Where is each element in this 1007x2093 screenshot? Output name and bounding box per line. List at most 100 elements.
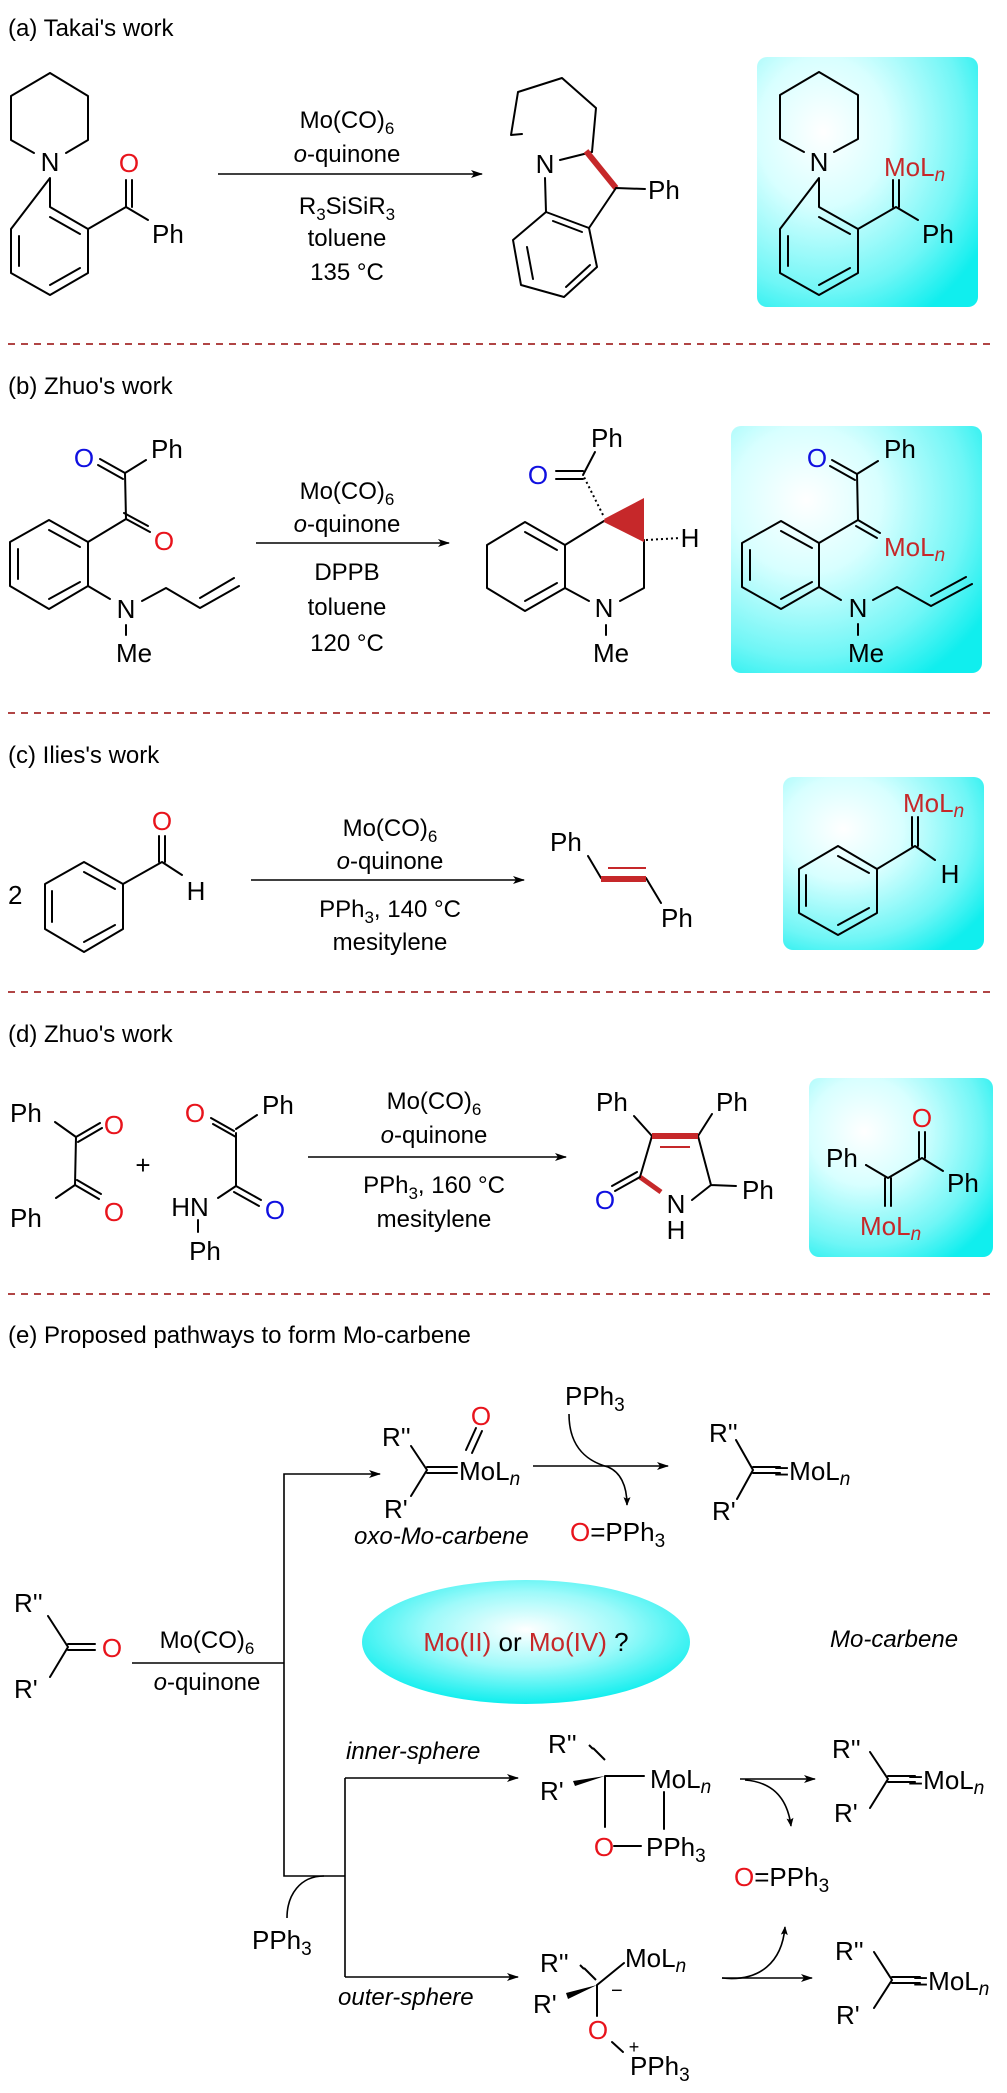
atom-o-red: O: [154, 526, 174, 556]
section-d-title: (d) Zhuo's work: [8, 1021, 174, 1048]
outer-sphere-label: outer-sphere: [338, 1984, 474, 2011]
section-d-substrate-2: O Ph HN O Ph: [171, 1090, 294, 1266]
atom-o: O: [912, 1103, 932, 1133]
group-r-prime: R': [836, 2000, 860, 2030]
oxo-mo-carbene: R'' R' O MoLn oxo-Mo-carbene: [354, 1401, 529, 1550]
group-ph-2: Ph: [10, 1203, 42, 1233]
mo-ligand-label: MoLn: [625, 1943, 686, 1977]
mo-ligand-label: MoLn: [650, 1764, 711, 1798]
branch-line-pph3: [283, 1663, 345, 1877]
group-ph-n: Ph: [189, 1236, 221, 1266]
group-ph-2: Ph: [661, 903, 693, 933]
atom-n: N: [41, 147, 60, 177]
plus-sign: +: [135, 1150, 150, 1180]
pph3-curved-arrow: [568, 1413, 631, 1506]
atom-n: N: [667, 1189, 686, 1219]
section-d-intermediate-box: O Ph Ph MoLn: [809, 1078, 993, 1257]
reagent-moco6: Mo(CO)6: [300, 107, 395, 138]
ketone-substrate: R'' R' O: [14, 1588, 122, 1704]
group-r-prime: R': [533, 1989, 557, 2019]
section-b: (b) Zhuo's work O Ph O N Me Mo(CO)6 o-qu…: [8, 373, 982, 673]
byproduct-opph3: O=PPh3: [734, 1862, 829, 1897]
mo-carbene-caption: Mo-carbene: [830, 1626, 958, 1653]
section-d: (d) Zhuo's work Ph O Ph O + O Ph HN O Ph…: [8, 1021, 993, 1266]
group-pph3: PPh3: [646, 1832, 706, 1867]
group-ph-2: Ph: [716, 1087, 748, 1117]
atom-n: N: [536, 149, 555, 179]
group-me: Me: [848, 638, 884, 668]
group-r-double-prime: R'': [832, 1734, 861, 1764]
group-ph: Ph: [648, 175, 680, 205]
mo-ligand-label: MoLn: [903, 788, 964, 822]
atom-o-blue: O: [265, 1195, 285, 1225]
atom-o-red: O: [185, 1098, 205, 1128]
mo-ligand-label: MoLn: [860, 1211, 921, 1245]
section-a-title: (a) Takai's work: [8, 15, 175, 42]
group-r-double-prime: R'': [540, 1948, 569, 1978]
inner-sphere-intermediate: R'' R' MoLn O PPh3: [540, 1729, 711, 1867]
phosphonium-charge: +: [629, 2037, 640, 2057]
group-r-double-prime: R'': [14, 1588, 43, 1618]
group-ph-1: Ph: [826, 1143, 858, 1173]
reagent-disilane: R3SiSiR3: [299, 193, 395, 224]
atom-o: O: [119, 148, 139, 178]
section-b-product: Ph O H N Me: [486, 423, 699, 668]
atom-o: O: [594, 1832, 614, 1862]
mo-ligand-label: =MoLn: [774, 1456, 850, 1490]
group-ph: Ph: [884, 434, 916, 464]
mo-carbene-bottom: R'' R' =MoLn: [835, 1936, 989, 2030]
solvent-toluene: toluene: [308, 225, 387, 252]
group-ph-1: Ph: [596, 1087, 628, 1117]
atom-o-blue: O: [807, 443, 827, 473]
atom-o: O: [102, 1633, 122, 1663]
reagent-moco6: Mo(CO)6: [300, 478, 395, 509]
mo-ligand-label: =MoLn: [908, 1765, 984, 1799]
reagent-moco6: Mo(CO)6: [160, 1627, 255, 1658]
section-b-intermediate-box: O Ph MoLn N Me: [731, 426, 982, 673]
reagent-pph3-temperature: PPh3, 160 °C: [363, 1172, 505, 1203]
atom-n: N: [849, 593, 868, 623]
ligand-dppb: DPPB: [314, 559, 379, 586]
reagent-o-quinone: o-quinone: [381, 1122, 488, 1149]
section-c-intermediate-box: MoLn H: [783, 777, 984, 950]
atom-o-blue: O: [74, 443, 94, 473]
atom-o: O: [588, 2015, 608, 2045]
inner-sphere-label: inner-sphere: [346, 1738, 480, 1765]
atom-o-blue: O: [595, 1185, 615, 1215]
group-r-prime: R': [14, 1674, 38, 1704]
outer-opph3-curved-arrow: [721, 1926, 788, 1980]
question-text: Mo(II) or Mo(IV) ?: [423, 1627, 628, 1657]
section-a-product: N Ph: [510, 77, 680, 298]
branch-arrow-oxo: [283, 1470, 381, 1663]
atom-o-blue: O: [528, 460, 548, 490]
group-ph: Ph: [152, 219, 184, 249]
outer-sphere-intermediate: R'' R' MoLn − O + PPh3: [533, 1943, 690, 2086]
group-hn: HN: [171, 1192, 209, 1222]
carbanion-charge: −: [611, 1980, 623, 2002]
reagent-o-quinone: o-quinone: [294, 141, 401, 168]
oxo-mo-carbene-caption: oxo-Mo-carbene: [354, 1523, 529, 1550]
group-ph-1: Ph: [550, 827, 582, 857]
atom-n: N: [595, 593, 614, 623]
reagent-moco6: Mo(CO)6: [387, 1088, 482, 1119]
coefficient: 2: [8, 880, 22, 910]
section-a: (a) Takai's work N O Ph Mo(CO)6 o-quinon…: [8, 15, 978, 307]
group-r-prime: R': [712, 1496, 736, 1526]
atom-o-1: O: [104, 1110, 124, 1140]
mo-carbene-top: R'' R' =MoLn: [709, 1418, 850, 1526]
group-r-prime: R': [834, 1798, 858, 1828]
atom-n: N: [810, 147, 829, 177]
atom-n: N: [117, 594, 136, 624]
group-r-prime: R': [384, 1494, 408, 1524]
section-d-product: Ph Ph O N H Ph: [595, 1087, 774, 1245]
section-a-intermediate-box: N MoLn Ph: [757, 57, 978, 307]
mo-ligand-label: MoLn: [459, 1456, 520, 1490]
section-c: (c) Ilies's work 2 O H Mo(CO)6 o-quinone…: [8, 742, 984, 956]
temperature: 120 °C: [310, 630, 384, 657]
group-ph-2: Ph: [947, 1168, 979, 1198]
solvent-mesitylene: mesitylene: [377, 1206, 492, 1233]
group-r-double-prime: R'': [835, 1936, 864, 1966]
atom-h: H: [941, 859, 960, 889]
group-r-double-prime: R'': [548, 1729, 577, 1759]
